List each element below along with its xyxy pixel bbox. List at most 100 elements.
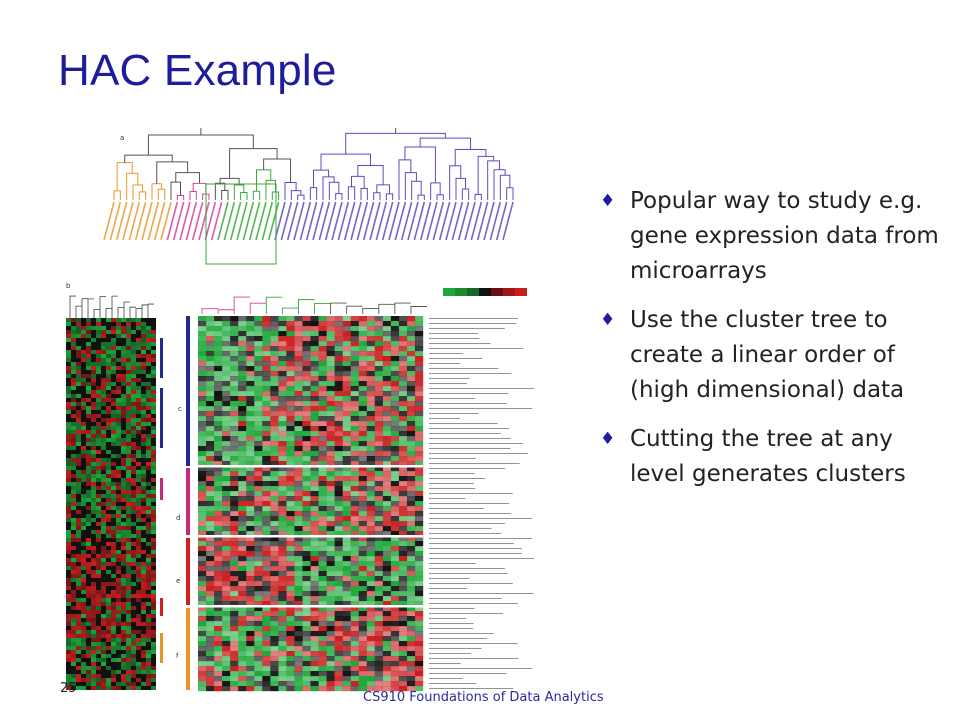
heatmap-cell (318, 586, 327, 592)
left-heatmap-cell (121, 518, 126, 522)
heatmap-cell (262, 561, 271, 567)
heatmap-cell (294, 611, 303, 617)
left-heatmap-cell (136, 610, 141, 614)
heatmap-cell (342, 656, 351, 662)
heatmap-cell (278, 656, 287, 662)
left-heatmap-cell (66, 562, 71, 566)
heatmap-cell (214, 326, 223, 332)
left-heatmap-cell (146, 450, 151, 454)
heatmap-cell (350, 546, 359, 552)
left-heatmap-cell (121, 450, 126, 454)
heatmap-cell (358, 561, 367, 567)
heatmap-cell (206, 451, 215, 457)
diamond-bullet-icon: ♦ (600, 310, 616, 330)
left-heatmap-cell (101, 650, 106, 654)
left-heatmap-cell (131, 558, 136, 562)
heatmap-cell (246, 441, 255, 447)
left-heatmap-cell (96, 550, 101, 554)
heatmap-cell (382, 636, 392, 642)
heatmap-cell (238, 631, 247, 637)
left-heatmap-cell (146, 338, 151, 342)
cluster-separator (198, 465, 423, 468)
heatmap-cell (350, 471, 359, 477)
heatmap-cell (318, 501, 327, 507)
heatmap-cell (246, 571, 255, 577)
left-heatmap-cell (131, 554, 136, 558)
heatmap-cell (254, 561, 263, 567)
left-heatmap-cell (96, 594, 101, 598)
heatmap-cell (278, 441, 287, 447)
heatmap-cell (342, 356, 351, 362)
heatmap-cell (366, 571, 375, 577)
top-heatmap-dendrogram-link (362, 307, 379, 314)
heatmap-cell (286, 586, 295, 592)
left-heatmap-cell (141, 486, 146, 490)
leaf-label-mark (141, 201, 153, 241)
heatmap-cell (214, 331, 223, 337)
heatmap-cell (398, 506, 408, 512)
heatmap-cell (414, 371, 424, 377)
heatmap-cell (342, 466, 351, 472)
heatmap-cell (254, 491, 263, 497)
left-heatmap-cell (81, 658, 86, 662)
heatmap-cell (206, 581, 215, 587)
left-heatmap-cell (96, 350, 101, 354)
heatmap-cell (270, 546, 279, 552)
left-heatmap-cell (116, 654, 121, 658)
left-heatmap-cell (141, 674, 146, 678)
heatmap-cell (278, 531, 287, 537)
bullet-text: Cutting the tree at any level generates … (630, 426, 906, 487)
heatmap-cell (286, 541, 295, 547)
heatmap-cell (326, 431, 335, 437)
heatmap-cell (238, 431, 247, 437)
heatmap-cell (230, 451, 239, 457)
left-heatmap-cell (96, 354, 101, 358)
heatmap-cell (326, 551, 335, 557)
leaf-label-mark (318, 201, 331, 241)
left-heatmap-cell (96, 370, 101, 374)
heatmap-cell (214, 546, 223, 552)
heatmap-cell (350, 631, 359, 637)
left-heatmap-cell (131, 450, 136, 454)
heatmap-cell (334, 591, 343, 597)
left-heatmap-cell (126, 614, 131, 618)
left-heatmap-cell (111, 678, 116, 682)
heatmap-cell (318, 536, 327, 542)
left-heatmap-cell (131, 634, 136, 638)
left-heatmap-cell (146, 394, 151, 398)
heatmap-cell (302, 516, 311, 522)
left-heatmap-cell (151, 538, 156, 542)
left-heatmap-cell (121, 362, 126, 366)
left-heatmap-cell (121, 486, 126, 490)
left-heatmap-cell (121, 422, 126, 426)
left-heatmap-cell (86, 534, 91, 538)
left-heatmap-cell (101, 326, 106, 330)
left-heatmap-cell (66, 586, 71, 590)
left-heatmap-cell (146, 378, 151, 382)
dendrogram-link (320, 153, 371, 171)
heatmap-cell (230, 401, 239, 407)
heatmap-cell (382, 341, 392, 347)
left-heatmap-cell (91, 498, 96, 502)
heatmap-cell (350, 511, 359, 517)
left-heatmap-cell (71, 678, 76, 682)
heatmap-cell (278, 366, 287, 372)
heatmap-cell (382, 541, 392, 547)
heatmap-cell (206, 606, 215, 612)
left-heatmap-cell (151, 370, 156, 374)
left-heatmap-cell (146, 366, 151, 370)
heatmap-cell (254, 591, 263, 597)
left-dendrogram-link (147, 303, 154, 318)
left-heatmap-cell (76, 386, 81, 390)
heatmap-cell (326, 641, 335, 647)
left-heatmap-cell (111, 574, 116, 578)
heatmap-cell (382, 431, 392, 437)
left-heatmap-cell (91, 338, 96, 342)
heatmap-cell (326, 456, 335, 462)
heatmap-cell (374, 501, 384, 507)
left-heatmap-cell (126, 554, 131, 558)
left-heatmap-cell (106, 642, 111, 646)
heatmap-cell (246, 371, 255, 377)
heatmap-cell (294, 476, 303, 482)
left-heatmap-cell (81, 470, 86, 474)
